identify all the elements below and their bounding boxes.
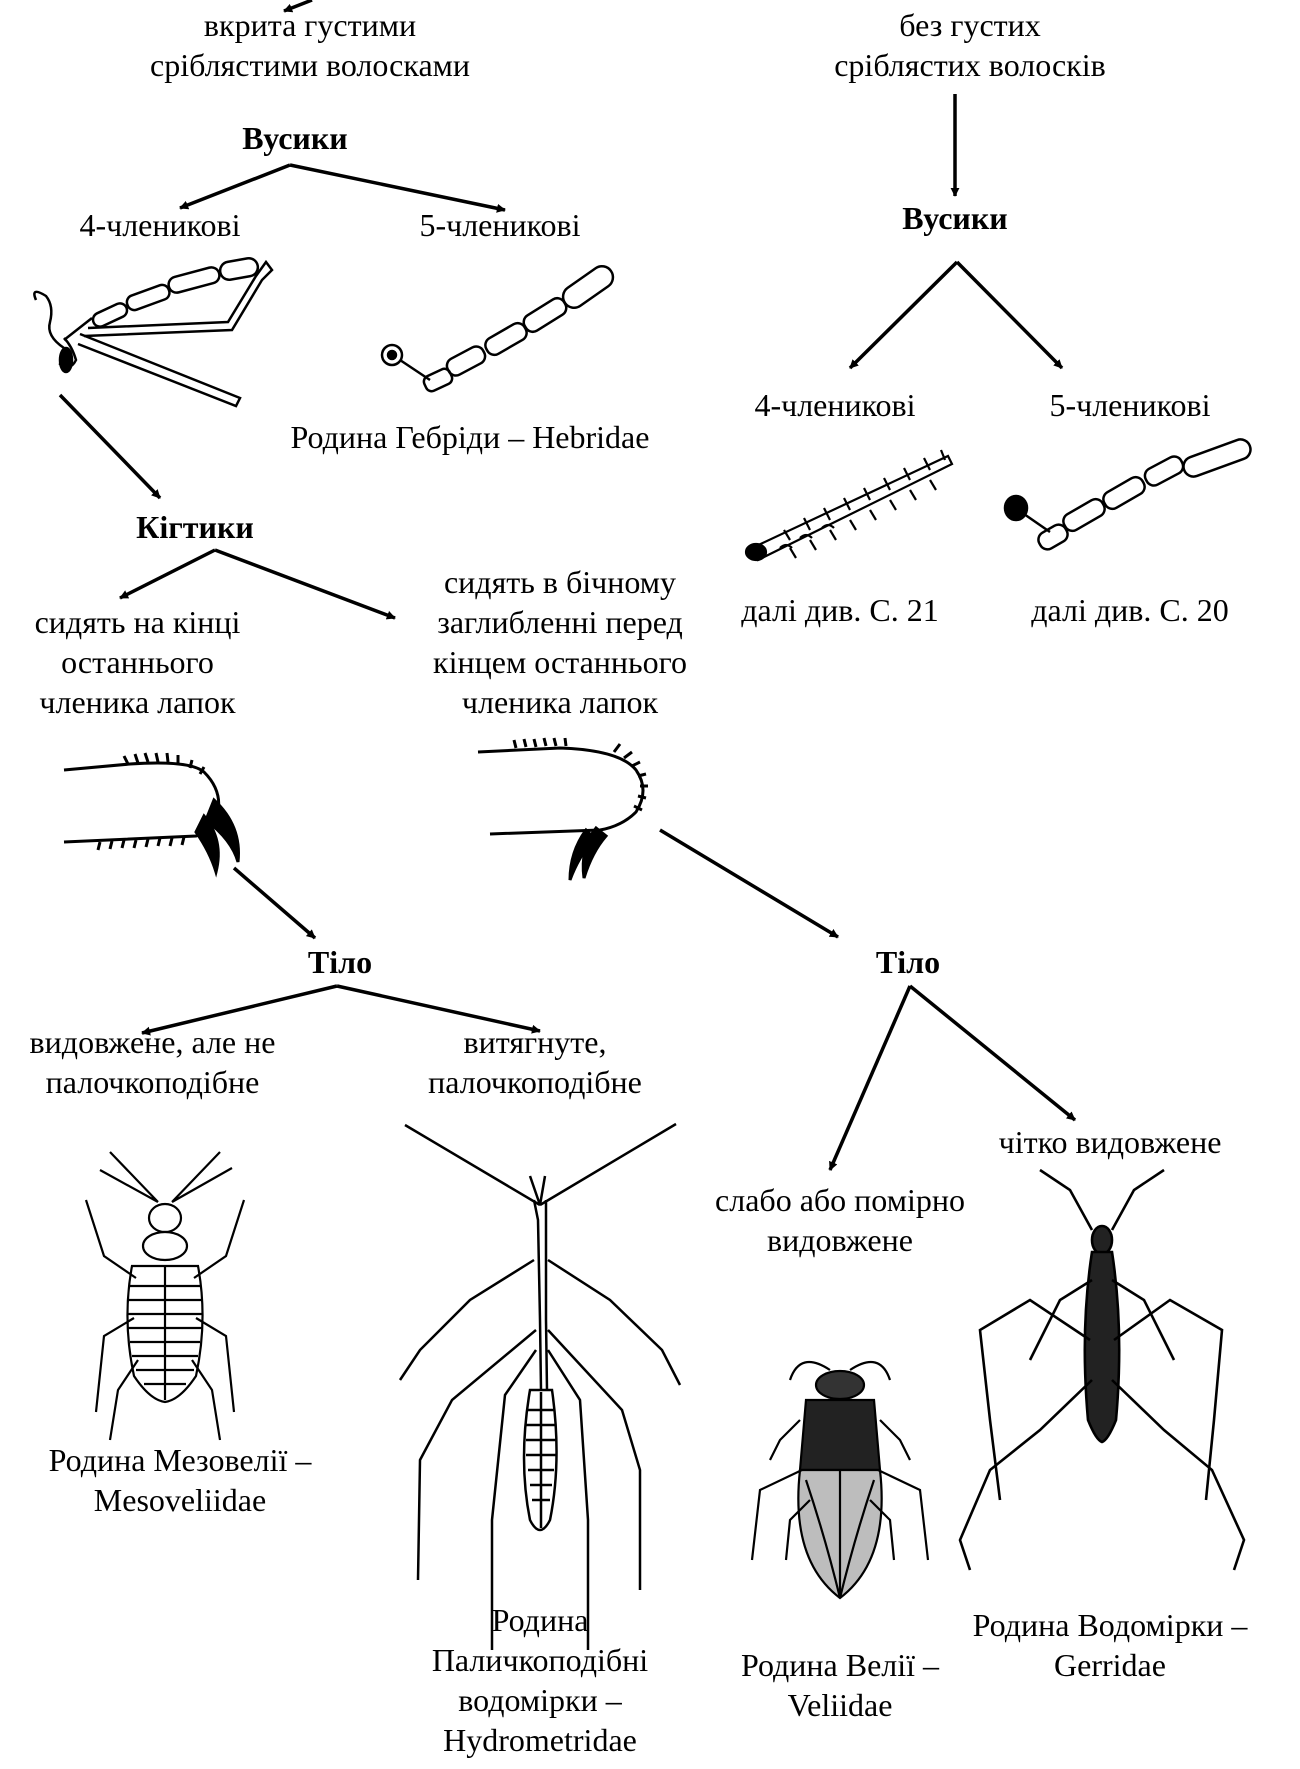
- left-branch-description: вкрита густими сріблястими волосками: [110, 5, 510, 85]
- arrow-right-antennae-5: [957, 262, 1062, 368]
- left-antennae-5-segment-label: 5-членикові: [380, 205, 620, 245]
- arrow-right-body: [660, 830, 838, 937]
- see-page-21: далі див. С. 21: [715, 590, 965, 630]
- antenna-4-segment-illustration: [34, 257, 272, 406]
- left-antennae-4-segment-label: 4-членикові: [40, 205, 280, 245]
- hydrometridae-illustration: [400, 1124, 680, 1650]
- right-antennae-heading: Вусики: [845, 198, 1065, 238]
- arrow-right-antennae-4: [850, 262, 957, 368]
- right-body-heading: Тіло: [808, 942, 1008, 982]
- arrow-left-body: [234, 868, 315, 938]
- see-page-20: далі див. С. 20: [1000, 590, 1260, 630]
- claw-tip-illustration: [64, 753, 239, 872]
- mesoveliidae-illustration: [86, 1152, 244, 1440]
- arrow-left-antennae-4: [180, 165, 290, 208]
- arrow-right-body-weak: [830, 986, 910, 1170]
- arrow-to-claws: [60, 395, 160, 498]
- right-branch-description: без густих сріблястих волосків: [770, 5, 1170, 85]
- gerridae-illustration: [960, 1170, 1244, 1570]
- left-antennae-heading: Вусики: [185, 118, 405, 158]
- antenna-5-segment-right-illustration: [1005, 437, 1253, 553]
- claw-tip-label: сидять на кінці останнього членика лапок: [0, 602, 275, 722]
- body-rod-label: витягнуте, палочкоподібне: [400, 1022, 670, 1102]
- mesoveliidae-caption: Родина Мезовелії – Mesoveliidae: [20, 1440, 340, 1520]
- hebridae-caption: Родина Гебріди – Hebridae: [245, 417, 695, 457]
- claws-heading: Кігтики: [85, 507, 305, 547]
- left-body-heading: Тіло: [240, 942, 440, 982]
- gerridae-caption: Родина Водомірки – Gerridae: [940, 1605, 1280, 1685]
- body-weakly-elongated-label: слабо або помірно видовжене: [680, 1180, 1000, 1260]
- antenna-5-segment-illustration: [382, 262, 617, 393]
- right-antennae-5-segment-label: 5-членикові: [1010, 385, 1250, 425]
- antenna-4-segment-hairy-illustration: [746, 450, 952, 560]
- claw-side-label: сидять в бічному заглибленні перед кінце…: [400, 562, 720, 722]
- arrow-left-antennae-5: [290, 165, 505, 210]
- arrow-right-body-clear: [910, 986, 1075, 1120]
- veliidae-illustration: [752, 1362, 928, 1598]
- right-antennae-4-segment-label: 4-членикові: [715, 385, 955, 425]
- claw-side-illustration: [478, 738, 648, 880]
- body-clearly-elongated-label: чітко видовжене: [960, 1122, 1260, 1162]
- hydrometridae-caption: Родина Паличкоподібні водомірки – Hydrom…: [400, 1600, 680, 1760]
- body-elongated-label: видовжене, але не палочкоподібне: [0, 1022, 305, 1102]
- arrow-claw-tip: [120, 550, 215, 598]
